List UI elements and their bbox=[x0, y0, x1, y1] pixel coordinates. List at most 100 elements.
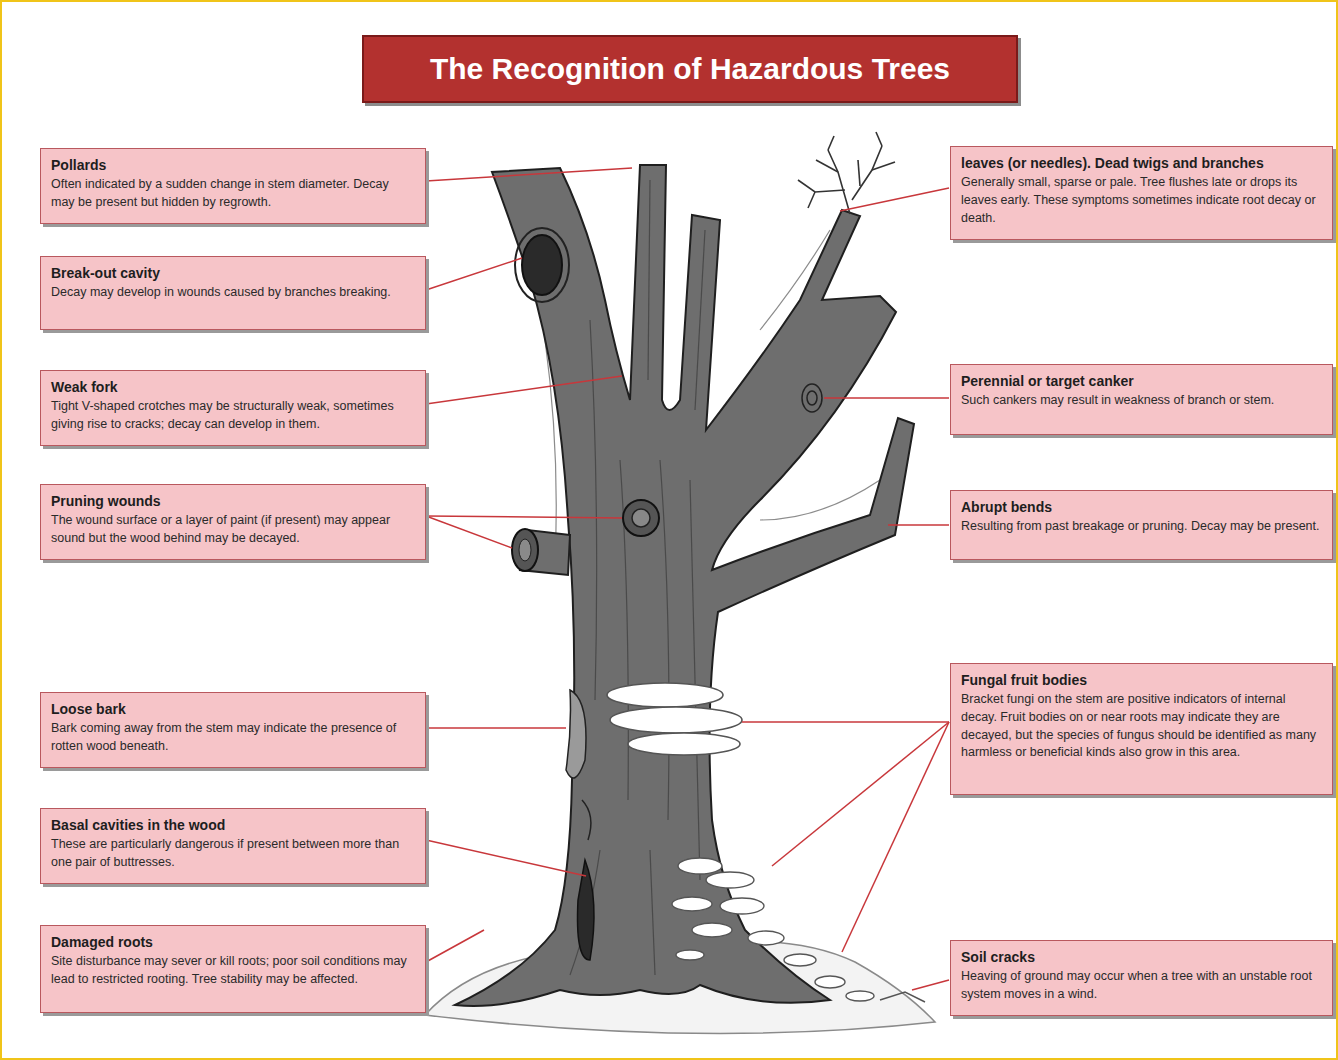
bracket-fungus bbox=[610, 707, 742, 733]
root-fungi bbox=[672, 858, 874, 1001]
loose-bark bbox=[566, 690, 586, 778]
target-canker bbox=[802, 384, 822, 412]
leader-lines bbox=[824, 397, 949, 399]
loose-bark bbox=[566, 690, 591, 840]
dead-twigs bbox=[828, 136, 834, 150]
tree-trunk bbox=[455, 165, 914, 1006]
leader-lines bbox=[426, 727, 566, 729]
dead-twigs bbox=[798, 180, 845, 192]
dead-twigs bbox=[808, 192, 815, 208]
callout-box: Fungal fruit bodiesBracket fungi on the … bbox=[950, 663, 1333, 795]
callout-box: Basal cavities in the woodThese are part… bbox=[40, 808, 426, 884]
callout-description: The wound surface or a layer of paint (i… bbox=[51, 512, 415, 548]
pruning-wounds bbox=[623, 500, 659, 536]
dead-twigs bbox=[816, 160, 838, 172]
callout-heading: Basal cavities in the wood bbox=[51, 816, 415, 834]
break-out-cavity bbox=[522, 235, 562, 295]
callout-box: Pruning woundsThe wound surface or a lay… bbox=[40, 484, 426, 560]
leader-lines bbox=[426, 930, 484, 962]
dead-twigs bbox=[872, 162, 895, 170]
leader-lines bbox=[888, 524, 949, 526]
root-fungi bbox=[815, 976, 845, 988]
callout-heading: Soil cracks bbox=[961, 948, 1322, 966]
tree-trunk bbox=[455, 165, 914, 1006]
callout-description: Such cankers may result in weakness of b… bbox=[961, 392, 1322, 410]
dead-twigs bbox=[858, 160, 860, 186]
bracket-fungus bbox=[607, 683, 742, 755]
callout-description: These are particularly dangerous if pres… bbox=[51, 836, 415, 872]
leader-lines bbox=[426, 516, 512, 548]
leader-lines bbox=[426, 516, 622, 518]
callout-box: Weak forkTight V-shaped crotches may be … bbox=[40, 370, 426, 446]
pruning-wounds bbox=[512, 529, 538, 571]
leader-lines bbox=[426, 168, 632, 181]
bracket-fungus bbox=[628, 733, 740, 755]
target-canker bbox=[807, 391, 817, 405]
bark-texture bbox=[695, 230, 705, 410]
bark-texture bbox=[660, 460, 669, 820]
callout-box: Abrupt bendsResulting from past breakage… bbox=[950, 490, 1333, 560]
callout-box: Damaged rootsSite disturbance may sever … bbox=[40, 925, 426, 1013]
loose-bark bbox=[582, 800, 591, 840]
root-fungi bbox=[676, 950, 704, 960]
root-fungi bbox=[748, 931, 784, 945]
leader-lines bbox=[426, 168, 949, 990]
callout-heading: Pruning wounds bbox=[51, 492, 415, 510]
callout-box: Soil cracksHeaving of ground may occur w… bbox=[950, 940, 1333, 1016]
callout-heading: Perennial or target canker bbox=[961, 372, 1322, 390]
break-out-cavity bbox=[515, 228, 569, 302]
ground-mound bbox=[880, 992, 925, 1002]
dead-twigs bbox=[876, 132, 882, 146]
callout-description: Bark coming away from the stem may indic… bbox=[51, 720, 415, 756]
bark-texture bbox=[570, 850, 600, 975]
callout-description: Tight V-shaped crotches may be structura… bbox=[51, 398, 415, 434]
callout-heading: Loose bark bbox=[51, 700, 415, 718]
pruning-wounds bbox=[512, 500, 659, 575]
bark-texture bbox=[760, 230, 830, 330]
root-fungi bbox=[720, 898, 764, 914]
leader-lines bbox=[840, 188, 949, 211]
callout-heading: Break-out cavity bbox=[51, 264, 415, 282]
callout-heading: Weak fork bbox=[51, 378, 415, 396]
callout-description: Resulting from past breakage or pruning.… bbox=[961, 518, 1322, 536]
root-fungi bbox=[672, 897, 712, 911]
callout-box: leaves (or needles). Dead twigs and bran… bbox=[950, 146, 1333, 240]
dead-twigs bbox=[852, 146, 882, 200]
root-fungi bbox=[784, 954, 816, 966]
pruning-wounds bbox=[519, 539, 531, 561]
root-fungi bbox=[706, 872, 754, 888]
callout-box: Loose barkBark coming away from the stem… bbox=[40, 692, 426, 768]
callout-box: Perennial or target cankerSuch cankers m… bbox=[950, 364, 1333, 435]
leader-lines bbox=[772, 722, 949, 866]
root-fungi bbox=[692, 923, 732, 937]
leader-lines bbox=[426, 258, 522, 290]
bark-texture bbox=[650, 850, 655, 975]
callout-heading: Fungal fruit bodies bbox=[961, 671, 1322, 689]
bark-texture bbox=[590, 320, 597, 700]
dead-twigs bbox=[828, 150, 850, 214]
root-fungi bbox=[846, 991, 874, 1001]
callout-description: Often indicated by a sudden change in st… bbox=[51, 176, 415, 212]
callout-description: Heaving of ground may occur when a tree … bbox=[961, 968, 1322, 1004]
bark-texture bbox=[690, 480, 700, 880]
callout-heading: leaves (or needles). Dead twigs and bran… bbox=[961, 154, 1322, 172]
leader-lines bbox=[912, 980, 949, 990]
root-fungi bbox=[678, 858, 722, 874]
pruning-wounds bbox=[632, 509, 650, 527]
callout-box: PollardsOften indicated by a sudden chan… bbox=[40, 148, 426, 224]
bark-texture bbox=[648, 180, 650, 380]
callout-heading: Abrupt bends bbox=[961, 498, 1322, 516]
callout-heading: Damaged roots bbox=[51, 933, 415, 951]
callout-heading: Pollards bbox=[51, 156, 415, 174]
callout-description: Decay may develop in wounds caused by br… bbox=[51, 284, 415, 302]
callout-description: Bracket fungi on the stem are positive i… bbox=[961, 691, 1322, 762]
bark-texture bbox=[545, 180, 880, 975]
bracket-fungus bbox=[607, 683, 723, 707]
title-text: The Recognition of Hazardous Trees bbox=[430, 52, 950, 86]
callout-box: Break-out cavityDecay may develop in wou… bbox=[40, 256, 426, 330]
bark-texture bbox=[545, 340, 556, 560]
bark-texture bbox=[760, 480, 880, 520]
callout-description: Site disturbance may sever or kill roots… bbox=[51, 953, 415, 989]
leader-lines bbox=[742, 721, 949, 723]
leader-lines bbox=[426, 376, 622, 404]
